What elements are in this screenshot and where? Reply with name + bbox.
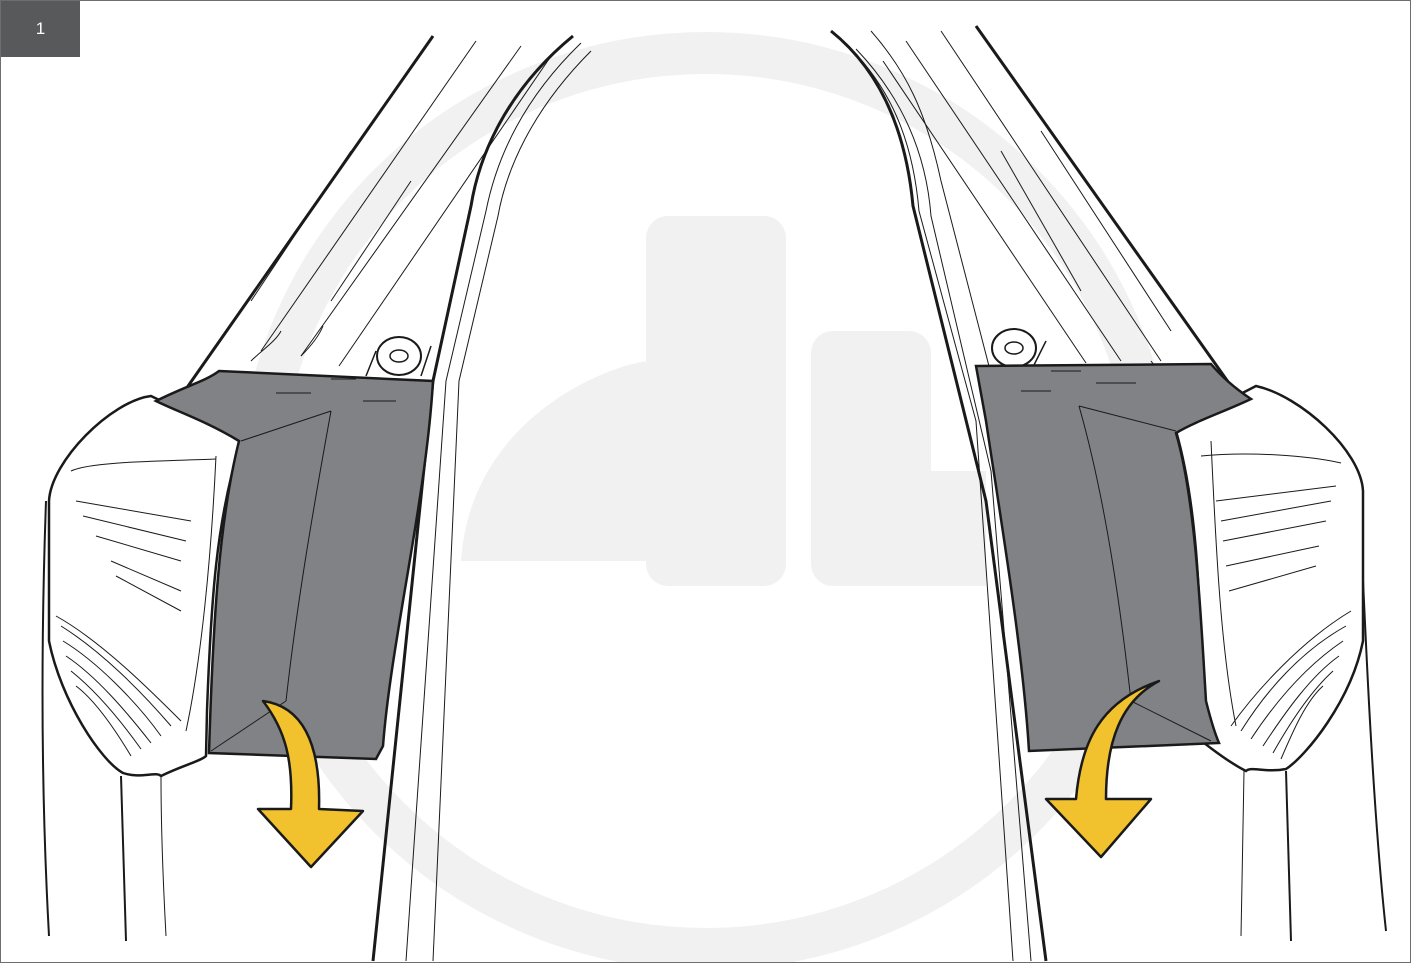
step-badge: 1 xyxy=(1,1,80,57)
left-roof-rail xyxy=(184,35,550,390)
curved-arrow-down-left-icon xyxy=(1044,679,1161,859)
right-seal-panel xyxy=(974,362,1254,753)
step-number: 1 xyxy=(35,19,46,38)
lower-pillars xyxy=(41,490,1387,942)
right-trim-block xyxy=(1174,384,1365,773)
left-rivet xyxy=(365,336,432,377)
left-seal-panel xyxy=(153,369,435,761)
curved-arrow-down-right-icon xyxy=(256,699,365,869)
left-trim-block xyxy=(47,394,243,778)
windshield-frame xyxy=(371,29,1048,962)
